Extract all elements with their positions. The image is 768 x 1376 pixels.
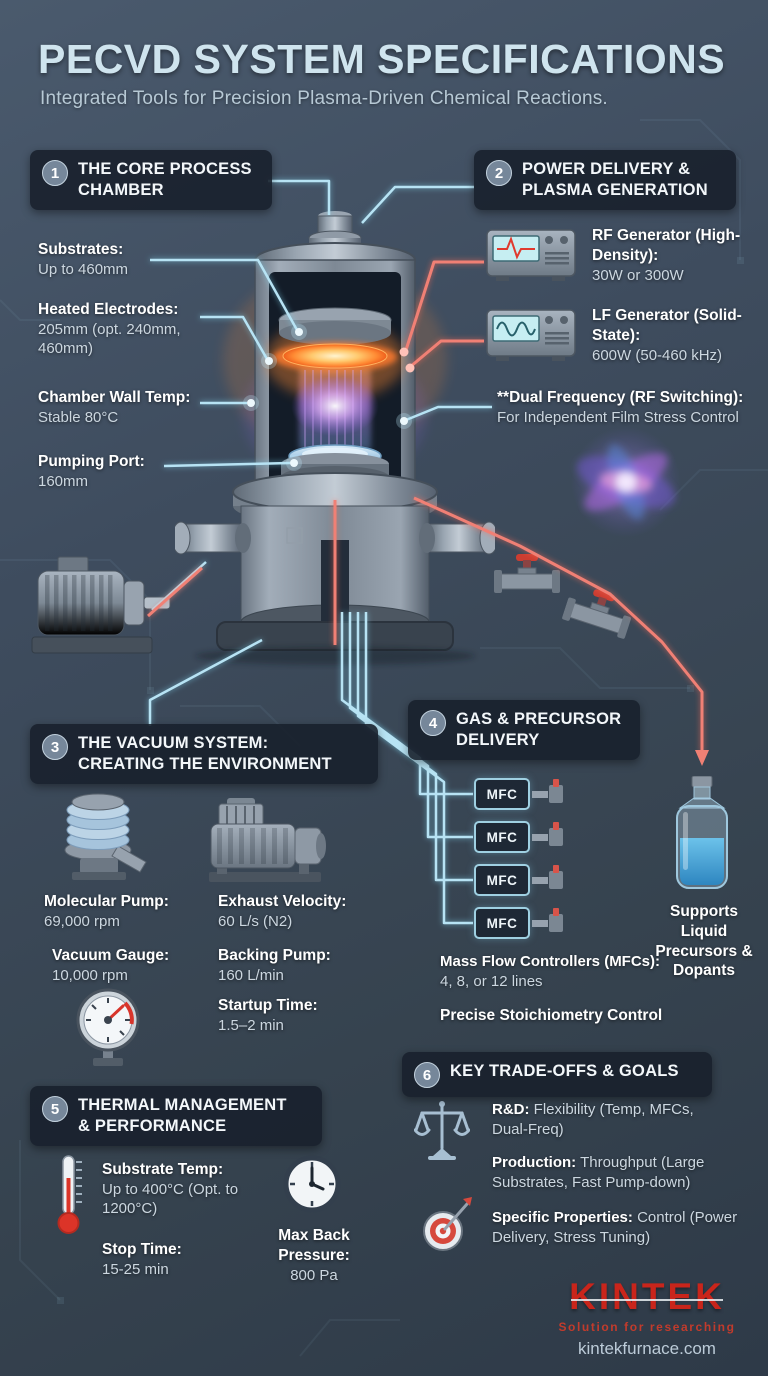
- tradeoff-properties: Specific Properties: Control (Power Deli…: [492, 1209, 738, 1246]
- mfc-box: MFC: [474, 778, 530, 810]
- section3-header: 3 THE VACUUM SYSTEM: CREATING THE ENVIRO…: [30, 724, 378, 785]
- section2-title-line1: POWER DELIVERY &: [522, 160, 691, 178]
- rf-generator-icon: [486, 229, 576, 281]
- mfc-box: MFC: [474, 864, 530, 896]
- mfc-pipe: [532, 833, 548, 841]
- tradeoff-production: Production: Throughput (Large Substrates…: [492, 1154, 705, 1191]
- section1-title-line1: THE CORE PROCESS: [78, 160, 252, 178]
- logo-stripe: [571, 1298, 723, 1302]
- stat-max-back-pressure: Max Back Pressure: 800 Pa: [278, 1227, 350, 1284]
- section5-header: 5 THERMAL MANAGEMENT & PERFORMANCE: [30, 1086, 322, 1147]
- page-title: PECVD SYSTEM SPECIFICATIONS: [38, 36, 726, 82]
- section2-header: 2 POWER DELIVERY & PLASMA GENERATION: [474, 150, 736, 211]
- clock-icon: [283, 1155, 341, 1213]
- target-icon: [423, 1197, 472, 1251]
- lf-generator-icon: [486, 309, 576, 361]
- section5-title-line1: THERMAL MANAGEMENT: [78, 1096, 287, 1114]
- pressure-gauge-icon: [76, 988, 140, 1066]
- section3-title-line2: CREATING THE ENVIRONMENT: [78, 755, 332, 774]
- mfc-box: MFC: [474, 907, 530, 939]
- callout-substrates: Substrates: Up to 460mm: [38, 241, 129, 278]
- stat-backing-pump: Backing Pump: 160 L/min: [218, 947, 331, 984]
- mfc-valve-icon: [549, 822, 563, 846]
- section1-header: 1 THE CORE PROCESS CHAMBER: [30, 150, 272, 211]
- section1-title-line2: CHAMBER: [78, 181, 164, 200]
- backing-pump-icon: [209, 798, 326, 882]
- brand-tagline: Solution for researching: [558, 1320, 736, 1334]
- callout-rf-generator: RF Generator (High-Density): 30W or 300W: [592, 227, 741, 284]
- page-subtitle: Integrated Tools for Precision Plasma-Dr…: [40, 88, 608, 109]
- stoichiometry-note: Precise Stoichiometry Control: [440, 1007, 663, 1024]
- section2-badge: 2: [486, 160, 512, 186]
- callout-lf-generator: LF Generator (Solid-State): 600W (50-460…: [592, 307, 742, 364]
- mfc-pipe: [532, 790, 548, 798]
- stat-stop-time: Stop Time: 15-25 min: [102, 1241, 182, 1278]
- section4-badge: 4: [420, 710, 446, 736]
- section5-title-line2: & PERFORMANCE: [78, 1117, 227, 1136]
- stat-exhaust-velocity: Exhaust Velocity: 60 L/s (N2): [218, 893, 347, 930]
- mfc-note: Mass Flow Controllers (MFCs): 4, 8, or 1…: [440, 953, 661, 990]
- brand-url: kintekfurnace.com: [578, 1339, 716, 1358]
- mfc-row-1: MFC: [474, 778, 563, 810]
- tradeoff-rd: R&D: Flexibility (Temp, MFCs, Dual-Freq): [492, 1101, 694, 1138]
- precursor-bottle-icon: [676, 776, 728, 889]
- stat-vacuum-gauge: Vacuum Gauge: 10,000 rpm: [52, 947, 170, 984]
- motor-pump-illustration: [31, 556, 171, 654]
- plasma-swirl-illustration: [571, 427, 681, 537]
- process-chamber-illustration: [175, 211, 495, 665]
- mfc-pipe: [532, 919, 548, 927]
- section1-badge: 1: [42, 160, 68, 186]
- stat-startup-time: Startup Time: 1.5–2 min: [218, 997, 318, 1034]
- mfc-row-3: MFC: [474, 864, 563, 896]
- mfc-valve-icon: [549, 865, 563, 889]
- section2-title-line2: PLASMA GENERATION: [522, 181, 708, 200]
- callout-heated-electrodes: Heated Electrodes: 205mm (opt. 240mm, 46…: [38, 301, 181, 358]
- section5-badge: 5: [42, 1096, 68, 1122]
- mfc-row-4: MFC: [474, 907, 563, 939]
- section3-title-line1: THE VACUUM SYSTEM:: [78, 734, 269, 752]
- stat-molecular-pump: Molecular Pump: 69,000 rpm: [44, 893, 169, 930]
- section4-title-line1: GAS & PRECURSOR: [456, 710, 622, 728]
- mfc-pipe: [532, 876, 548, 884]
- section4-title-line2: DELIVERY: [456, 731, 540, 750]
- thermometer-icon: [57, 1155, 82, 1234]
- footer-brand: KINTEK Solution for researching kintekfu…: [540, 1276, 754, 1359]
- valve-icon: [494, 554, 560, 593]
- section6-badge: 6: [414, 1062, 440, 1088]
- section3-badge: 3: [42, 734, 68, 760]
- section6-title: KEY TRADE-OFFS & GOALS: [450, 1062, 679, 1080]
- molecular-pump-icon: [64, 793, 147, 880]
- kintek-logo: KINTEK: [569, 1276, 725, 1317]
- mfc-box: MFC: [474, 821, 530, 853]
- mfc-valve-icon: [549, 908, 563, 932]
- balance-scale-icon: [414, 1101, 470, 1160]
- stat-substrate-temp: Substrate Temp: Up to 400°C (Opt. to 120…: [102, 1161, 239, 1218]
- callout-chamber-wall-temp: Chamber Wall Temp: Stable 80°C: [38, 389, 191, 426]
- bottle-caption: Supports Liquid Precursors & Dopants: [655, 903, 753, 980]
- mfc-valve-icon: [549, 779, 563, 803]
- callout-dual-frequency: **Dual Frequency (RF Switching): For Ind…: [497, 389, 744, 426]
- mfc-row-2: MFC: [474, 821, 563, 853]
- callout-pumping-port: Pumping Port: 160mm: [38, 453, 145, 490]
- section4-header: 4 GAS & PRECURSOR DELIVERY: [408, 700, 640, 761]
- section6-header: 6 KEY TRADE-OFFS & GOALS: [402, 1052, 712, 1097]
